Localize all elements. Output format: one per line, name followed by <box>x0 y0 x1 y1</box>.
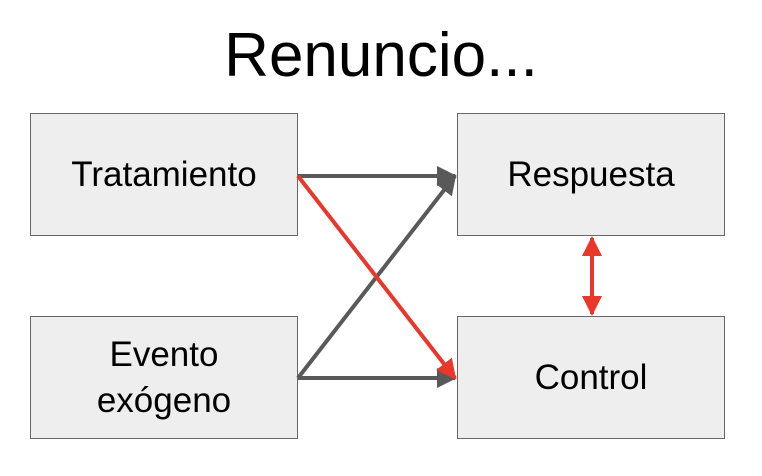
node-respuesta: Respuesta <box>457 113 725 236</box>
node-respuesta-label: Respuesta <box>507 154 675 194</box>
node-control-label: Control <box>534 357 648 397</box>
node-evento-label-line-1: Evento <box>109 334 219 374</box>
node-tratamiento: Tratamiento <box>30 113 298 236</box>
node-evento-exogeno: Evento exógeno <box>30 316 298 439</box>
node-evento-label: Evento exógeno <box>97 332 231 424</box>
diagram-title: Renuncio... <box>224 21 538 90</box>
node-control: Control <box>457 316 725 439</box>
node-tratamiento-label: Tratamiento <box>71 154 257 194</box>
edge-tratamiento-control <box>296 174 457 380</box>
node-evento-label-line-2: exógeno <box>96 380 232 420</box>
